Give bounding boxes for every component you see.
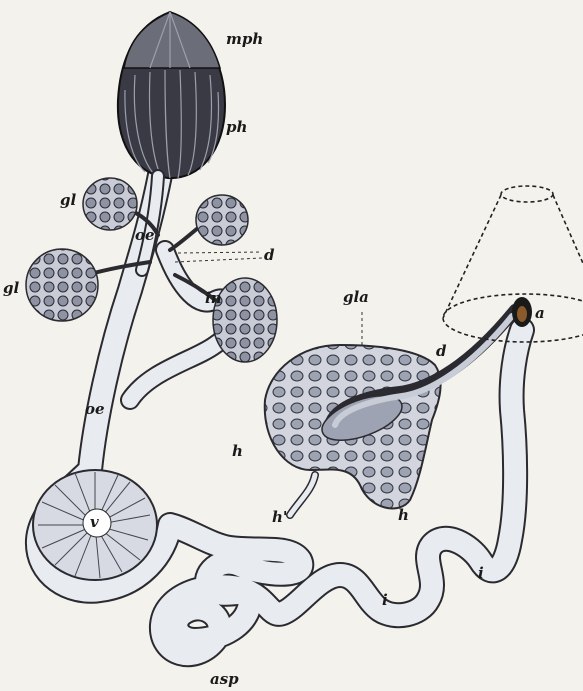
label-gl-upper: gl	[60, 191, 76, 209]
label-d-right: d	[436, 342, 447, 360]
label-a: a	[535, 304, 545, 322]
salivary-gland-upper-right	[196, 195, 248, 245]
label-i-mid: i	[382, 591, 388, 609]
label-mph: mph	[226, 30, 263, 48]
label-d-left: d	[264, 246, 275, 264]
label-in: in	[205, 289, 222, 307]
label-h-left: h	[232, 442, 243, 460]
label-ph: ph	[226, 118, 247, 136]
label-v: v	[90, 513, 99, 531]
label-asp: asp	[210, 670, 239, 688]
label-oe-lower: oe	[85, 400, 105, 418]
label-i-right: i	[478, 564, 484, 582]
label-gla: gla	[343, 288, 369, 306]
label-gl-lower: gl	[3, 279, 19, 297]
salivary-gland-lower-right	[213, 278, 277, 362]
salivary-gland-upper-left	[83, 178, 137, 230]
label-h-bottom: h	[398, 506, 409, 524]
label-oe-upper: oe	[135, 226, 155, 244]
anus-a	[512, 297, 532, 327]
salivary-gland-lower-left	[26, 249, 98, 321]
label-h-prime: h'	[272, 508, 288, 526]
